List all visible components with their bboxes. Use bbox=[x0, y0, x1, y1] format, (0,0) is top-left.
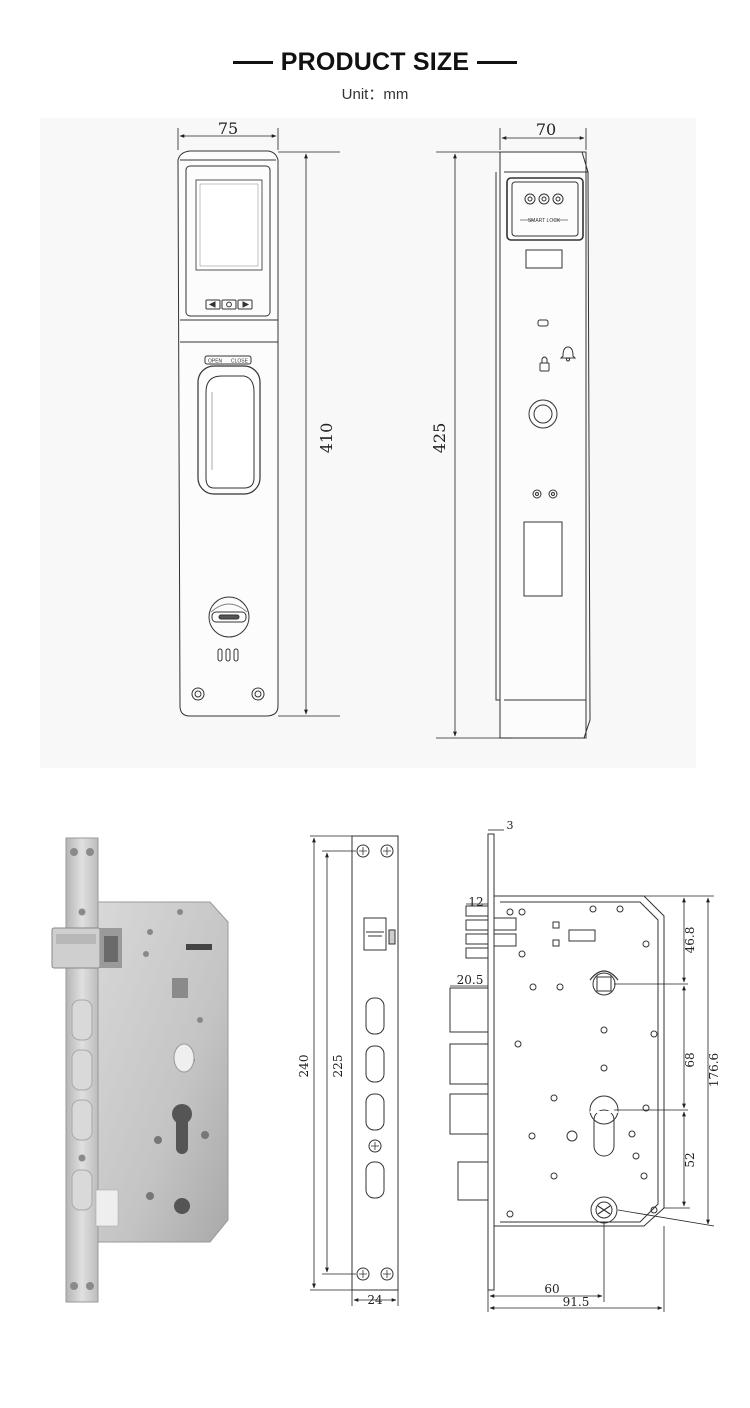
faceplate-dimensions bbox=[310, 835, 399, 1306]
close-label: CLOSE bbox=[231, 359, 249, 365]
speaker-slots bbox=[217, 648, 239, 662]
bell-icon bbox=[559, 346, 577, 362]
title-rule-right bbox=[477, 61, 518, 64]
back-height-dimension bbox=[436, 151, 512, 739]
mortise-photo bbox=[51, 837, 229, 1303]
screw-holes bbox=[356, 844, 394, 1281]
back-height-label: 425 bbox=[430, 423, 449, 454]
front-lock-view: OPEN CLOSE bbox=[177, 150, 279, 717]
dim-b-label: 68 bbox=[683, 1052, 697, 1067]
faceplate-length-label: 240 bbox=[297, 1055, 311, 1078]
dim-c-label: 52 bbox=[683, 1152, 697, 1167]
back-width-label: 70 bbox=[536, 120, 556, 139]
dim-a-label: 46.8 bbox=[683, 927, 697, 954]
mortise-drawing bbox=[449, 833, 665, 1291]
mortise-dimensions bbox=[450, 829, 715, 1312]
backset-label: 60 bbox=[544, 1282, 559, 1296]
back-lock-view: SMART LOCK bbox=[495, 151, 591, 739]
back-indicator-leds bbox=[524, 193, 564, 205]
dim-total-label: 176.6 bbox=[707, 1053, 721, 1087]
header: PRODUCT SIZE Unit：mm bbox=[0, 48, 750, 104]
faceplate-drawing bbox=[351, 835, 399, 1291]
body-width-label: 91.5 bbox=[563, 1295, 590, 1309]
back-width-dimension bbox=[499, 128, 587, 150]
top-panel-background bbox=[40, 118, 696, 768]
faceplate-thickness-label: 3 bbox=[507, 819, 514, 832]
faceplate-width-label: 24 bbox=[367, 1293, 383, 1307]
front-height-label: 410 bbox=[317, 423, 336, 454]
arrow-buttons bbox=[205, 299, 253, 310]
latch-bolts bbox=[465, 905, 517, 959]
latch-depth-label: 12 bbox=[468, 895, 483, 909]
open-label: OPEN bbox=[208, 359, 223, 365]
title-row: PRODUCT SIZE bbox=[0, 48, 750, 77]
front-height-dimension bbox=[278, 151, 340, 717]
dead-bolts bbox=[449, 987, 489, 1201]
page-title: PRODUCT SIZE bbox=[280, 48, 470, 76]
unit-label: Unit：mm bbox=[341, 86, 409, 103]
front-width-dimension bbox=[177, 128, 279, 150]
smart-lock-label: SMART LOCK bbox=[528, 218, 561, 224]
bolt-depth-label: 20.5 bbox=[457, 973, 484, 987]
title-rule-left bbox=[232, 61, 273, 64]
lock-icon bbox=[539, 356, 550, 372]
front-width-label: 75 bbox=[218, 119, 238, 138]
hole-spacing-label: 225 bbox=[331, 1055, 345, 1078]
